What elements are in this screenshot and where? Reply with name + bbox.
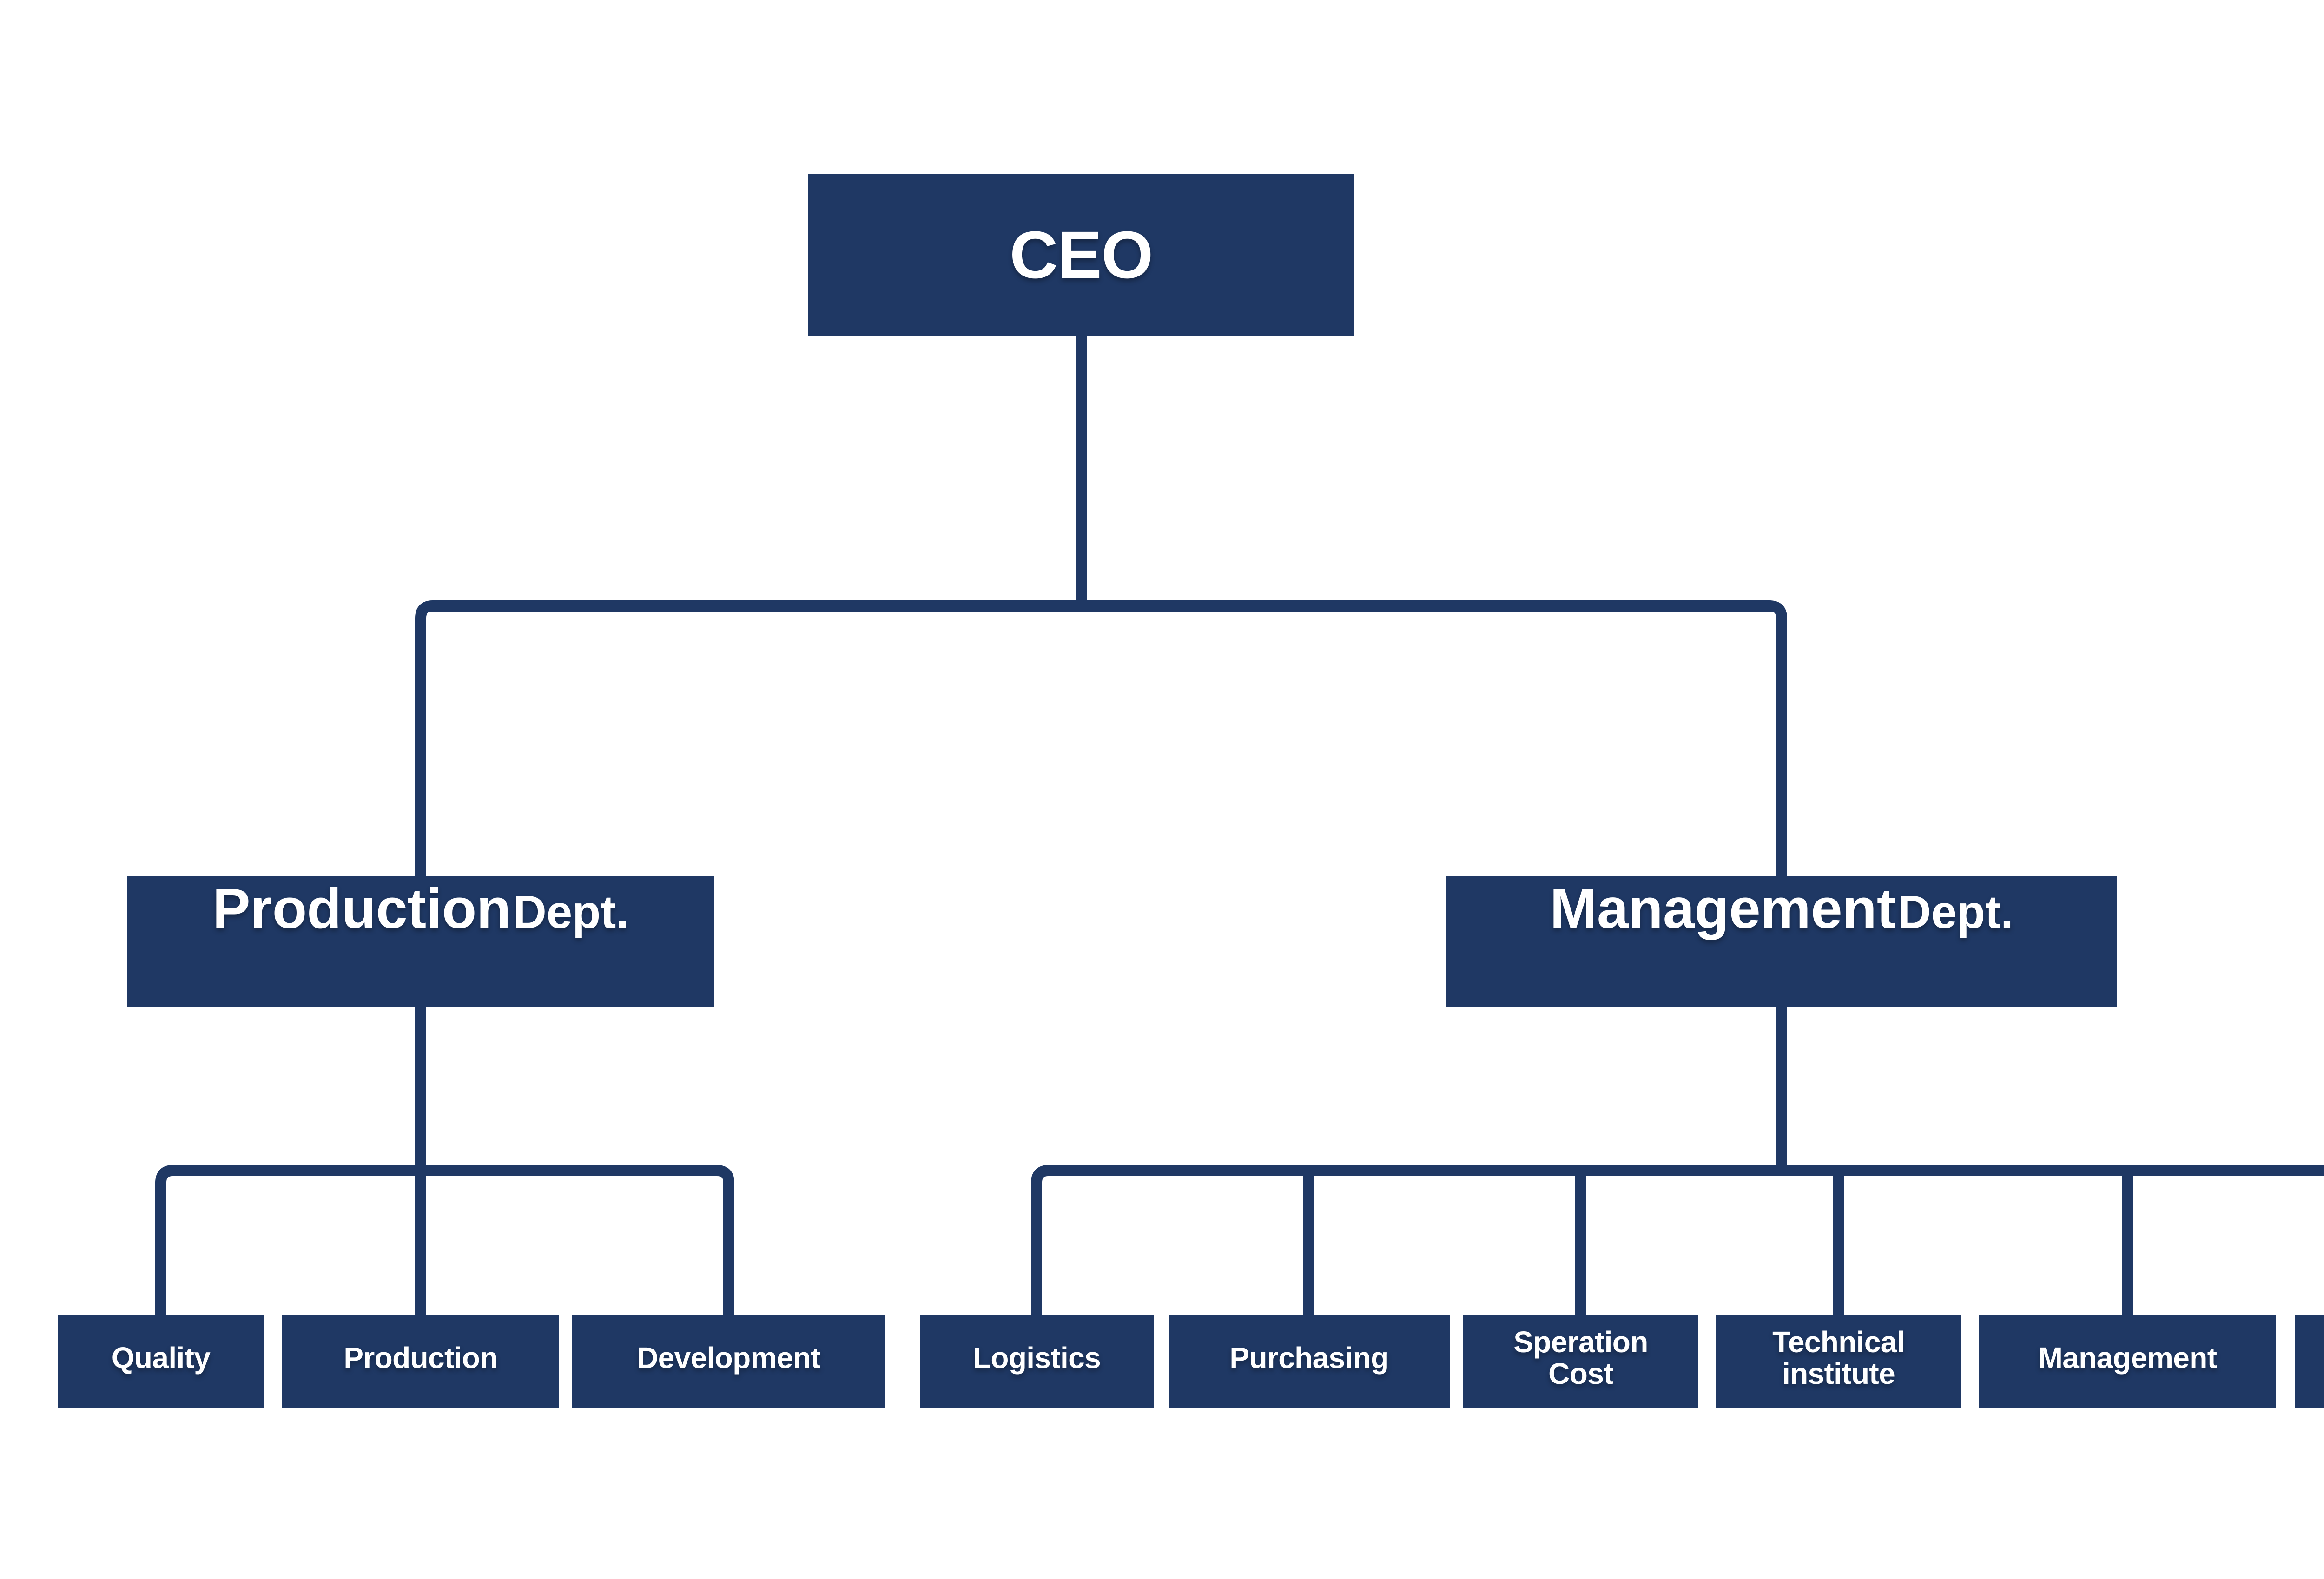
node-speration-cost: Speration Cost (1463, 1315, 1698, 1408)
node-logistics-label: Logistics (972, 1341, 1101, 1375)
node-management-label: Management (2038, 1341, 2217, 1375)
node-production-dept-name: Production (212, 877, 511, 940)
node-development: Development (572, 1315, 885, 1408)
node-purchasing: Purchasing (1169, 1315, 1450, 1408)
connector-top-bracket (415, 600, 1787, 878)
node-development-label: Development (637, 1341, 820, 1375)
node-management-dept-suffix: Dept. (1897, 886, 2014, 938)
node-quality-label: Quality (111, 1341, 211, 1375)
node-management-dept-name: Management (1550, 877, 1896, 940)
node-speration-cost-label: Speration Cost (1513, 1325, 1648, 1390)
node-technical-institute: Technical institute (1716, 1315, 1961, 1408)
node-production-dept-suffix: Dept. (513, 886, 629, 938)
node-production: Production (282, 1315, 559, 1408)
node-it: IT (2295, 1315, 2324, 1408)
node-management: Management (1979, 1315, 2276, 1408)
node-quality: Quality (58, 1315, 264, 1408)
node-ceo-label: CEO (1010, 217, 1153, 292)
node-technical-institute-label: Technical institute (1772, 1325, 1905, 1390)
node-ceo: CEO (808, 174, 1354, 336)
connector-left-bracket (155, 1165, 734, 1318)
node-production-dept: Production Dept. (127, 876, 714, 1007)
connector-right-bracket (1031, 1165, 2324, 1318)
node-logistics: Logistics (920, 1315, 1154, 1408)
node-production-label: Production (343, 1341, 498, 1375)
node-management-dept: Management Dept. (1446, 876, 2117, 1007)
node-purchasing-label: Purchasing (1229, 1341, 1389, 1375)
